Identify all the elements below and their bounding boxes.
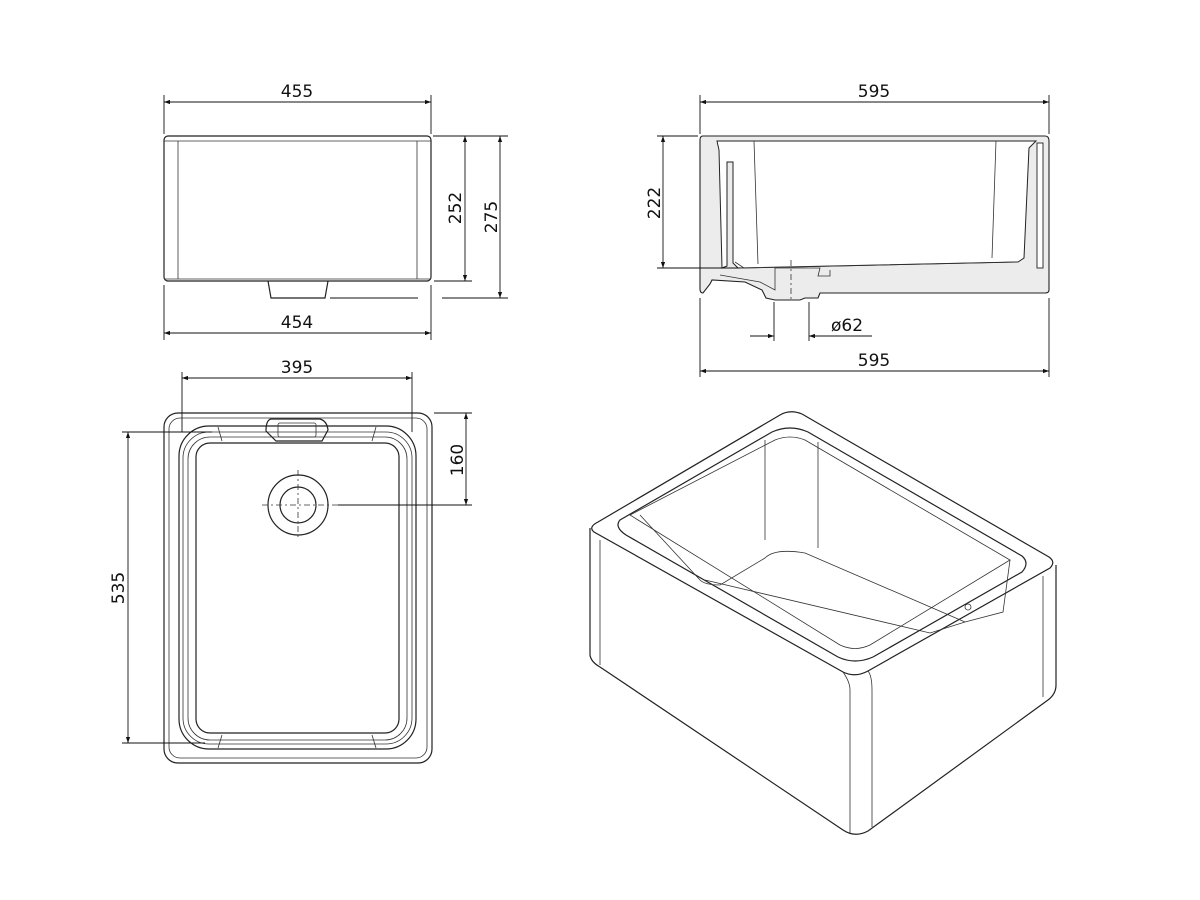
isometric-view	[589, 411, 1057, 835]
dim-label-222: 222	[645, 187, 665, 219]
dim-label-275: 275	[482, 201, 502, 233]
plan-outer-rim	[163, 412, 433, 764]
front-body-outline	[163, 135, 432, 282]
dim-label-455: 455	[281, 82, 313, 102]
side-section-view: 595 222 ø62 595	[645, 82, 1050, 377]
overflow-slot	[265, 418, 329, 442]
front-view: 455 252 275 454	[163, 82, 508, 340]
dim-label-waste-diameter: ø62	[831, 316, 863, 336]
dim-label-454: 454	[281, 313, 313, 333]
dim-label-395: 395	[281, 358, 313, 378]
dim-label-535: 535	[109, 572, 129, 604]
dim-label-160: 160	[448, 444, 468, 476]
waste-outlet	[267, 280, 329, 299]
dim-label-252: 252	[446, 192, 466, 224]
plan-view: 395 160 535	[109, 358, 472, 764]
dim-label-595-bottom: 595	[858, 351, 890, 371]
dim-label-595-top: 595	[858, 82, 890, 102]
